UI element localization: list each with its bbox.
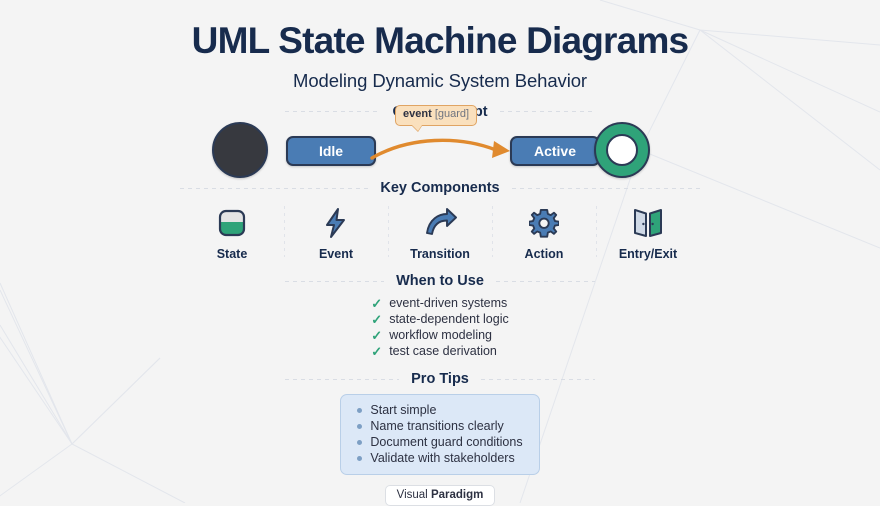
divider-left: [285, 280, 385, 282]
curved-arrow-icon: [423, 206, 457, 240]
list-item: Validate with stakeholders: [357, 451, 522, 465]
component-action-label: Action: [524, 247, 564, 261]
when-to-use-item-label: test case derivation: [389, 344, 497, 358]
state-node-idle-label: Idle: [318, 142, 344, 159]
check-icon: ✓: [371, 311, 383, 327]
divider-right: [511, 187, 700, 189]
brand-name-light: Visual: [396, 489, 428, 501]
guard-text: [guard]: [434, 107, 470, 120]
component-state-label: State: [216, 247, 248, 261]
divider-left: [285, 111, 381, 113]
section-heading-pro-tips: Pro Tips: [285, 371, 595, 387]
list-item: Name transitions clearly: [357, 419, 522, 433]
key-components-row: State Event Transition: [180, 204, 700, 261]
lightning-bolt-icon: [321, 206, 351, 240]
when-to-use-item-label: workflow modeling: [389, 328, 493, 342]
pro-tips-item-label: Validate with stakeholders: [370, 451, 515, 465]
pro-tips-heading: Pro Tips: [411, 371, 469, 387]
component-event-label: Event: [318, 247, 354, 261]
bullet-icon: [357, 439, 363, 445]
divider-right: [499, 111, 596, 113]
bullet-icon: [357, 455, 363, 461]
poster-header: UML State Machine Diagrams Modeling Dyna…: [191, 20, 689, 92]
poster-footer: Visual Paradigm: [384, 485, 496, 506]
page-subtitle: Modeling Dynamic System Behavior: [293, 69, 587, 91]
transition-arrow-icon: [370, 138, 510, 160]
pro-tips-item-label: Document guard conditions: [370, 435, 523, 449]
gear-icon: [529, 206, 559, 240]
component-transition[interactable]: Transition: [388, 204, 492, 261]
when-to-use-list: ✓ event-driven systems ✓ state-dependent…: [371, 296, 508, 358]
divider-right: [480, 378, 595, 380]
component-state[interactable]: State: [180, 204, 284, 261]
list-item: Start simple: [357, 403, 522, 417]
initial-state-circle-icon: [212, 121, 268, 178]
check-icon: ✓: [371, 295, 383, 311]
section-heading-key-components: Key Components: [180, 180, 700, 196]
check-icon: ✓: [371, 327, 383, 343]
state-node-active[interactable]: Active: [510, 135, 600, 166]
double-door-icon: [631, 206, 665, 240]
component-action[interactable]: Action: [492, 204, 596, 261]
pro-tips-item-label: Name transitions clearly: [370, 419, 504, 433]
transition-event-label: event [guard]: [395, 104, 478, 126]
state-node-idle[interactable]: Idle: [286, 135, 376, 166]
pro-tips-box: Start simple Name transitions clearly Do…: [340, 394, 540, 475]
when-to-use-heading: When to Use: [396, 273, 484, 289]
component-transition-label: Transition: [410, 247, 470, 261]
list-item: ✓ state-dependent logic: [371, 312, 508, 326]
component-entry-exit[interactable]: Entry/Exit: [596, 204, 700, 261]
state-square-icon: [217, 206, 247, 240]
state-machine-diagram: Idle event [guard] Active: [190, 104, 690, 178]
brand-badge: Visual Paradigm: [384, 485, 496, 506]
list-item: Document guard conditions: [357, 435, 523, 449]
check-icon: ✓: [371, 343, 383, 359]
section-heading-when-to-use: When to Use: [285, 273, 595, 289]
final-state-circle-icon: [594, 121, 650, 178]
when-to-use-item-label: state-dependent logic: [389, 312, 509, 326]
event-text: event: [403, 107, 432, 120]
key-components-heading: Key Components: [380, 180, 500, 196]
state-node-active-label: Active: [533, 142, 577, 159]
divider-left: [180, 187, 369, 189]
component-event[interactable]: Event: [284, 204, 388, 261]
list-item: ✓ event-driven systems: [371, 296, 508, 310]
brand-name-bold: Paradigm: [430, 489, 484, 501]
list-item: ✓ test case derivation: [371, 344, 508, 358]
bullet-icon: [357, 407, 363, 413]
divider-right: [495, 280, 595, 282]
page-title: UML State Machine Diagrams: [191, 20, 689, 61]
bullet-icon: [357, 423, 363, 429]
when-to-use-item-label: event-driven systems: [389, 296, 508, 310]
pro-tips-item-label: Start simple: [370, 403, 437, 417]
component-entry-exit-label: Entry/Exit: [618, 247, 678, 261]
list-item: ✓ workflow modeling: [371, 328, 508, 342]
divider-left: [285, 378, 400, 380]
